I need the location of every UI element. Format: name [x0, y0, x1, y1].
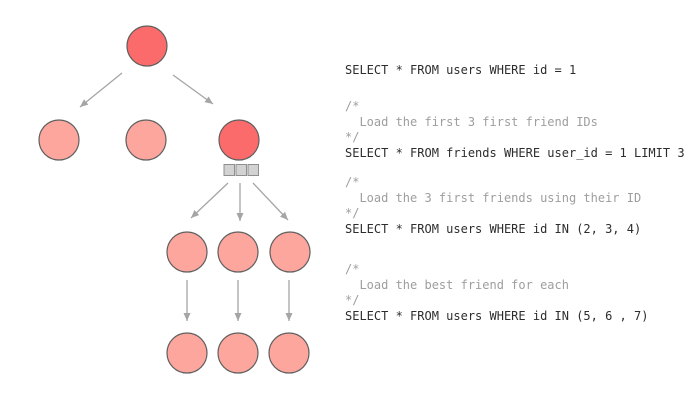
tree-node-best-friend-3	[268, 332, 310, 374]
tree-node-best-friend-2	[217, 332, 259, 374]
sql-query: SELECT * FROM users WHERE id IN (5, 6 , …	[345, 308, 649, 323]
tree-node-loaded-user-3	[269, 231, 311, 273]
batch-queue-square	[235, 164, 247, 176]
tree-edge-arrow	[172, 74, 214, 105]
tree-node-best-friend-1	[166, 332, 208, 374]
tree-node-root-user	[126, 25, 168, 67]
sql-block-load-friend-ids: /* Load the first 3 first friend IDs */ …	[345, 99, 685, 161]
tree-node-loaded-user-2	[217, 231, 259, 273]
sql-code-pane: SELECT * FROM users WHERE id = 1 /* Load…	[345, 0, 700, 400]
tree-edge-arrow	[79, 72, 123, 108]
sql-comment: /* Load the best friend for each */	[345, 262, 569, 307]
batch-queue-square	[223, 164, 235, 176]
sql-block-load-user: SELECT * FROM users WHERE id = 1	[345, 63, 576, 79]
tree-node-friend-2	[125, 119, 167, 161]
sql-query: SELECT * FROM users WHERE id IN (2, 3, 4…	[345, 221, 642, 236]
tree-edge-arrow	[252, 182, 289, 221]
sql-comment: /* Load the 3 first friends using their …	[345, 175, 642, 220]
tree-nodes	[38, 25, 311, 374]
batch-queue-square	[247, 164, 259, 176]
tree-edges	[79, 72, 293, 321]
sql-query: SELECT * FROM users WHERE id = 1	[345, 63, 577, 77]
sql-query: SELECT * FROM friends WHERE user_id = 1 …	[345, 145, 685, 160]
sql-block-load-best-friends: /* Load the best friend for each */ SELE…	[345, 262, 648, 324]
query-tree-svg	[38, 25, 311, 374]
batch-queue	[223, 164, 259, 176]
tree-edge-arrow	[190, 182, 229, 219]
tree-node-friend-3	[218, 119, 260, 161]
sql-comment: /* Load the first 3 first friend IDs */	[345, 99, 598, 144]
sql-block-load-friends: /* Load the 3 first friends using their …	[345, 175, 641, 237]
tree-node-friend-1	[38, 119, 80, 161]
tree-node-loaded-user-1	[166, 231, 208, 273]
